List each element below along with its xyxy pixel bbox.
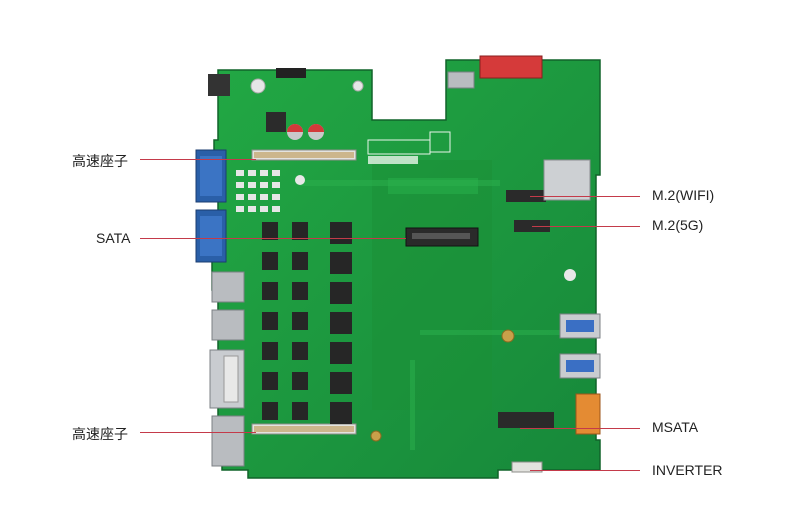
ic-chip	[330, 372, 352, 394]
ic-chip	[330, 222, 352, 244]
ic-chip	[262, 252, 278, 270]
smd-component	[248, 170, 256, 176]
leader-line-hs-connector-bottom	[140, 432, 256, 433]
ic-chip	[262, 282, 278, 300]
m2-wifi-slot	[506, 190, 546, 202]
ic-chip	[262, 402, 278, 420]
smd-component	[272, 206, 280, 212]
inverter-connector	[511, 461, 543, 473]
label-hs-connector-top: 高速座子	[72, 153, 128, 169]
ic-chip	[262, 312, 278, 330]
ic-chip	[262, 342, 278, 360]
smd-component	[260, 194, 268, 200]
ic-chip	[330, 282, 352, 304]
smd-component	[248, 194, 256, 200]
leader-line-hs-connector-top	[140, 159, 256, 160]
label-msata: MSATA	[652, 419, 699, 435]
smd-component	[236, 206, 244, 212]
ic-chip	[292, 222, 308, 240]
serial-port-bottom	[195, 209, 227, 263]
ic-chip	[292, 312, 308, 330]
smd-component	[260, 182, 268, 188]
ic-chip	[330, 312, 352, 334]
ic-chip	[262, 222, 278, 240]
smd-component	[248, 206, 256, 212]
ic-chip	[330, 342, 352, 364]
msata-slot	[498, 412, 554, 428]
ic-chip	[330, 252, 352, 274]
leader-line-sata	[140, 238, 406, 239]
smd-component	[272, 194, 280, 200]
leader-line-msata	[520, 428, 640, 429]
smd-component	[236, 170, 244, 176]
smd-component	[236, 194, 244, 200]
leader-line-m2-wifi	[530, 196, 640, 197]
leader-line-m2-5g	[532, 226, 640, 227]
leader-line-inverter	[530, 470, 640, 471]
smd-component	[236, 182, 244, 188]
label-m2-5g: M.2(5G)	[652, 217, 704, 233]
smd-component	[272, 170, 280, 176]
label-inverter: INVERTER	[652, 462, 723, 478]
smd-component	[260, 170, 268, 176]
ic-chip	[292, 342, 308, 360]
smd-component	[272, 182, 280, 188]
ic-chip	[292, 402, 308, 420]
smd-component	[260, 206, 268, 212]
ic-chip	[292, 252, 308, 270]
label-hs-connector-bottom: 高速座子	[72, 426, 128, 442]
ic-chip	[292, 282, 308, 300]
smd-component	[248, 182, 256, 188]
ic-chip	[330, 402, 352, 424]
label-sata: SATA	[96, 230, 131, 246]
ic-chip	[262, 372, 278, 390]
serial-port-top	[195, 149, 227, 203]
ic-chip	[292, 372, 308, 390]
label-m2-wifi: M.2(WIFI)	[652, 187, 715, 203]
